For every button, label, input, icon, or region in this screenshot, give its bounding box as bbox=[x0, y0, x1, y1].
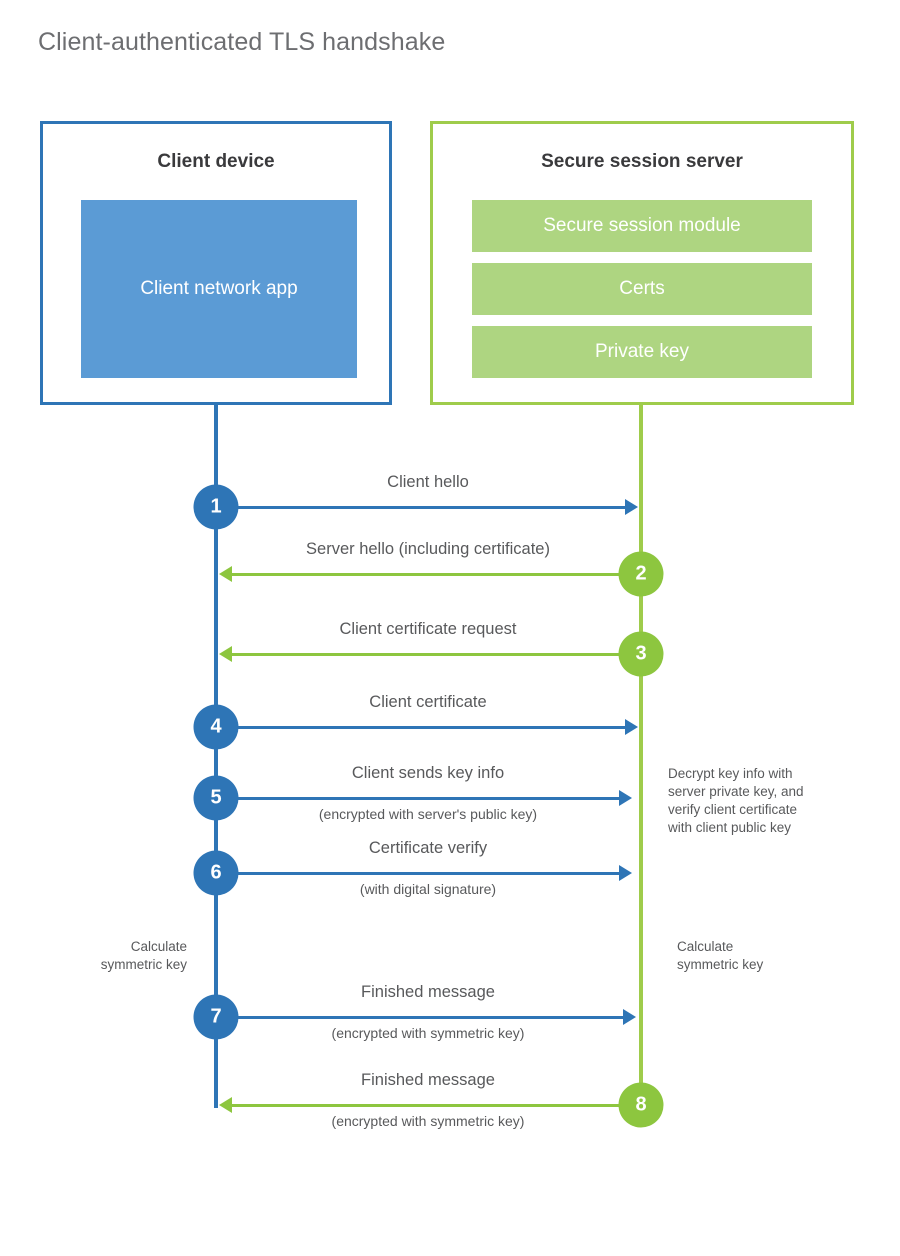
step-badge-3[interactable]: 3 bbox=[618, 631, 664, 677]
message-sublabel-5: (encrypted with server's public key) bbox=[318, 806, 538, 822]
message-label-4: Client certificate bbox=[369, 693, 487, 711]
arrow-line-7 bbox=[216, 1016, 623, 1019]
server-component-certs: Certs bbox=[472, 263, 812, 315]
note-client-calculate-symmetric-key: Calculate symmetric key bbox=[100, 939, 187, 972]
arrow-line-6 bbox=[216, 872, 619, 875]
step-badge-8[interactable]: 8 bbox=[618, 1082, 664, 1128]
message-label-6: Certificate verify bbox=[368, 839, 488, 857]
message-label-7: Finished message bbox=[361, 983, 495, 1001]
note-server-calculate-symmetric-key: Calculate symmetric key bbox=[677, 939, 764, 972]
client-lifeline bbox=[214, 403, 218, 1108]
arrow-line-4 bbox=[216, 726, 625, 729]
client-network-app-block: Client network app bbox=[81, 200, 357, 378]
arrow-line-1 bbox=[216, 506, 625, 509]
arrow-head-2 bbox=[219, 566, 232, 582]
arrow-line-8 bbox=[232, 1104, 621, 1107]
page-title: Client-authenticated TLS handshake bbox=[38, 28, 446, 56]
secure-session-server-box: Secure session server Secure session mod… bbox=[430, 121, 854, 405]
message-sublabel-7: (encrypted with symmetric key) bbox=[331, 1025, 525, 1041]
step-badge-2[interactable]: 2 bbox=[618, 551, 664, 597]
step-badge-6[interactable]: 6 bbox=[193, 850, 239, 896]
message-label-5: Client sends key info bbox=[351, 764, 505, 782]
message-sublabel-8: (encrypted with symmetric key) bbox=[331, 1113, 525, 1129]
server-component-private-key: Private key bbox=[472, 326, 812, 378]
arrow-head-4 bbox=[625, 719, 638, 735]
step-badge-7[interactable]: 7 bbox=[193, 994, 239, 1040]
arrow-line-3 bbox=[232, 653, 641, 656]
server-component-secure-session-module: Secure session module bbox=[472, 200, 812, 252]
note-server-decrypt: Decrypt key info with server private key… bbox=[668, 766, 804, 835]
arrow-line-5 bbox=[216, 797, 619, 800]
step-badge-4[interactable]: 4 bbox=[193, 704, 239, 750]
server-lifeline bbox=[639, 403, 643, 1106]
client-device-box: Client device Client network app bbox=[40, 121, 392, 405]
arrow-head-3 bbox=[219, 646, 232, 662]
arrow-head-7 bbox=[623, 1009, 636, 1025]
step-badge-5[interactable]: 5 bbox=[193, 775, 239, 821]
arrow-head-8 bbox=[219, 1097, 232, 1113]
arrow-head-5 bbox=[619, 790, 632, 806]
arrow-head-1 bbox=[625, 499, 638, 515]
message-label-3: Client certificate request bbox=[339, 620, 517, 638]
step-badge-1[interactable]: 1 bbox=[193, 484, 239, 530]
message-sublabel-6: (with digital signature) bbox=[359, 881, 497, 897]
message-label-1: Client hello bbox=[387, 473, 469, 491]
message-label-8: Finished message bbox=[361, 1071, 495, 1089]
message-label-2: Server hello (including certificate) bbox=[306, 540, 550, 558]
arrow-line-2 bbox=[232, 573, 641, 576]
arrow-head-6 bbox=[619, 865, 632, 881]
secure-session-server-title: Secure session server bbox=[541, 151, 743, 172]
client-device-title: Client device bbox=[157, 151, 275, 172]
